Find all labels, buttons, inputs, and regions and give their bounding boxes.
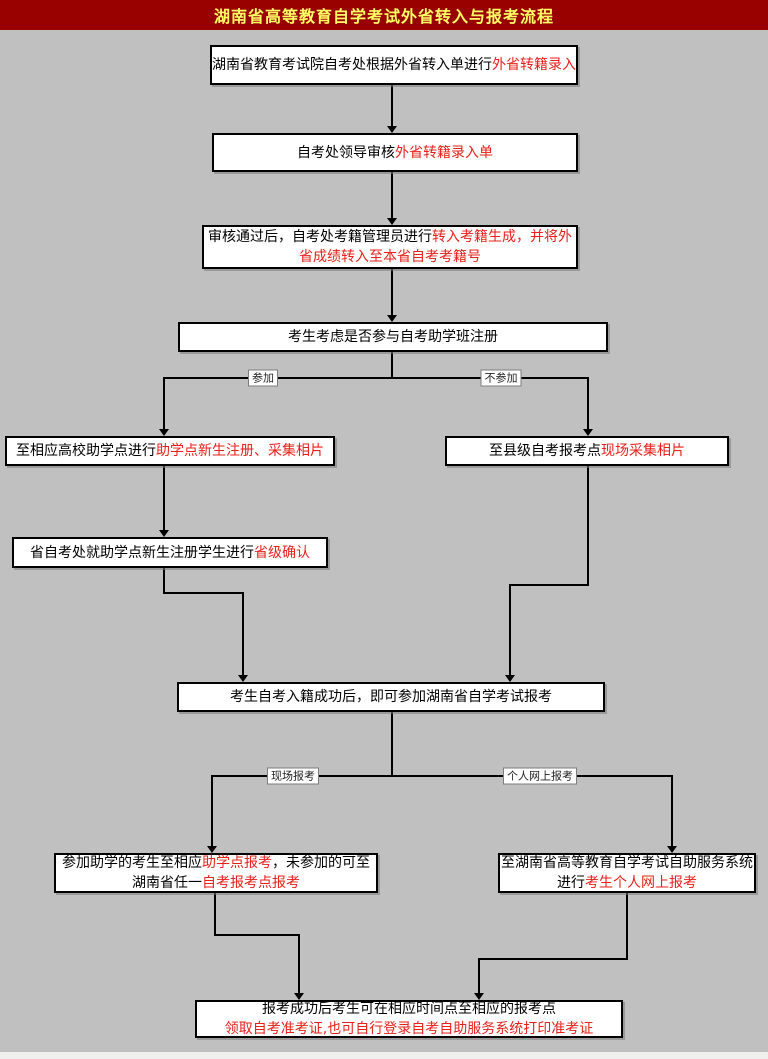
connector-line	[163, 592, 244, 594]
box-onsite-register: 参加助学的考生至相应助学点报考，未参加的可至湖南省任一自考报考点报考	[54, 853, 378, 893]
highlighted-text: 转入考籍生成，并将外省成绩转入至本省自考考籍号	[299, 229, 572, 265]
connector-line	[626, 893, 628, 959]
plain-text: 进行	[557, 875, 585, 891]
arrow-down-icon	[238, 675, 248, 682]
connector-line	[214, 893, 216, 935]
connector-line	[391, 269, 393, 316]
connector-line	[391, 352, 393, 378]
title-bar: 湖南省高等教育自学考试外省转入与报考流程	[0, 0, 768, 30]
arrow-down-icon	[159, 530, 169, 537]
plain-text: 至县级自考报考点	[489, 443, 601, 459]
label-not-join: 不参加	[480, 369, 522, 387]
plain-text: 至湖南省高等教育自学考试自助服务系统	[501, 855, 753, 871]
plain-text: 自考处领导审核	[297, 144, 395, 161]
flow-box-text-line: 省自考处就助学点新生注册学生进行省级确认	[30, 543, 310, 563]
plain-text: 湖南省任一	[132, 875, 202, 891]
box-province-confirm: 省自考处就助学点新生注册学生进行省级确认	[12, 537, 328, 568]
connector-line	[211, 775, 673, 777]
box-school-register: 至相应高校助学点进行助学点新生注册、采集相片	[5, 436, 335, 466]
plain-text: ，未参加的可至	[272, 855, 370, 871]
flowchart-canvas: 湖南省教育考试院自考处根据外省转入单进行外省转籍录入自考处领导审核外省转籍录入单…	[0, 30, 768, 1052]
connector-line	[391, 712, 393, 776]
flow-box-text-line: 湖南省教育考试院自考处根据外省转入单进行外省转籍录入	[212, 55, 576, 75]
label-join: 参加	[248, 369, 278, 387]
connector-line	[163, 377, 165, 430]
connector-line	[163, 568, 165, 593]
flow-box-text-line: 进行考生个人网上报考	[557, 873, 697, 893]
label-online: 个人网上报考	[503, 767, 577, 785]
connector-line	[478, 958, 480, 994]
highlighted-text: 外省转籍录入单	[395, 144, 493, 161]
plain-text: 湖南省教育考试院自考处根据外省转入单进行	[212, 57, 492, 73]
connector-line	[163, 466, 165, 531]
arrow-down-icon	[387, 218, 397, 225]
flow-box-text-line: 审核通过后，自考处考籍管理员进行转入考籍生成，并将外省成绩转入至本省自考考籍号	[204, 227, 576, 267]
flow-box-text-line: 报考成功后考生可在相应时间点至相应的报考点	[262, 999, 556, 1019]
connector-line	[391, 85, 393, 127]
arrow-down-icon	[159, 429, 169, 436]
box-leader-review: 自考处领导审核外省转籍录入单	[212, 133, 578, 172]
plain-text: 参加助学的考生至相应	[62, 855, 202, 871]
plain-text: 审核通过后，自考处考籍管理员进行	[208, 229, 432, 245]
page-title: 湖南省高等教育自学考试外省转入与报考流程	[213, 7, 554, 26]
box-enroll-success: 考生自考入籍成功后，即可参加湖南省自学考试报考	[177, 682, 605, 712]
flow-box-text-line: 湖南省任一自考报考点报考	[132, 873, 300, 893]
box-online-register: 至湖南省高等教育自学考试自助服务系统进行考生个人网上报考	[498, 853, 756, 893]
flow-box-text-line: 领取自考准考证,也可自行登录自考自助服务系统打印准考证	[225, 1019, 593, 1039]
flow-box-text-line: 至县级自考报考点现场采集相片	[489, 441, 685, 461]
arrow-down-icon	[207, 846, 217, 853]
plain-text: 考生考虑是否参与自考助学班注册	[288, 329, 498, 345]
connector-line	[214, 934, 300, 936]
connector-line	[163, 377, 589, 379]
highlighted-text: 外省转籍录入	[492, 57, 576, 73]
arrow-down-icon	[505, 675, 515, 682]
connector-line	[671, 775, 673, 847]
plain-text: 考生自考入籍成功后，即可参加湖南省自学考试报考	[230, 689, 552, 705]
plain-text: 省自考处就助学点新生注册学生进行	[30, 544, 254, 561]
box-record-generate: 审核通过后，自考处考籍管理员进行转入考籍生成，并将外省成绩转入至本省自考考籍号	[202, 225, 578, 269]
connector-line	[509, 584, 589, 586]
box-decide-class: 考生考虑是否参与自考助学班注册	[178, 322, 608, 352]
connector-line	[211, 775, 213, 847]
connector-line	[587, 466, 589, 585]
bottom-strip	[0, 1052, 768, 1059]
flow-box-text-line: 至湖南省高等教育自学考试自助服务系统	[501, 853, 753, 873]
label-onsite: 现场报考	[267, 767, 319, 785]
box-get-ticket: 报考成功后考生可在相应时间点至相应的报考点领取自考准考证,也可自行登录自考自助服…	[195, 1000, 623, 1038]
connector-line	[242, 592, 244, 676]
arrow-down-icon	[387, 126, 397, 133]
flow-box-text-line: 考生考虑是否参与自考助学班注册	[288, 327, 498, 347]
highlighted-text: 现场采集相片	[601, 443, 685, 459]
highlighted-text: 省级确认	[254, 544, 310, 561]
arrow-down-icon	[583, 429, 593, 436]
flow-box-text-line: 参加助学的考生至相应助学点报考，未参加的可至	[62, 853, 370, 873]
flow-box-text-line: 自考处领导审核外省转籍录入单	[297, 143, 493, 163]
highlighted-text: 助学点报考	[202, 855, 272, 871]
arrow-down-icon	[474, 993, 484, 1000]
box-transfer-entry: 湖南省教育考试院自考处根据外省转入单进行外省转籍录入	[210, 45, 578, 85]
plain-text: 至相应高校助学点进行	[16, 443, 156, 459]
highlighted-text: 助学点新生注册、采集相片	[156, 443, 324, 459]
box-county-photo: 至县级自考报考点现场采集相片	[445, 436, 729, 466]
highlighted-text: 领取自考准考证,也可自行登录自考自助服务系统打印准考证	[224, 1021, 594, 1037]
connector-line	[509, 584, 511, 676]
connector-line	[587, 377, 589, 430]
connector-line	[391, 172, 393, 219]
arrow-down-icon	[387, 315, 397, 322]
flow-box-text-line: 考生自考入籍成功后，即可参加湖南省自学考试报考	[230, 687, 552, 707]
arrow-down-icon	[667, 846, 677, 853]
highlighted-text: 自考报考点报考	[202, 875, 300, 891]
connector-line	[298, 934, 300, 994]
highlighted-text: 考生个人网上报考	[585, 875, 697, 891]
connector-line	[478, 958, 628, 960]
flow-box-text-line: 至相应高校助学点进行助学点新生注册、采集相片	[16, 441, 324, 461]
arrow-down-icon	[294, 993, 304, 1000]
plain-text: 报考成功后考生可在相应时间点至相应的报考点	[262, 1001, 556, 1017]
